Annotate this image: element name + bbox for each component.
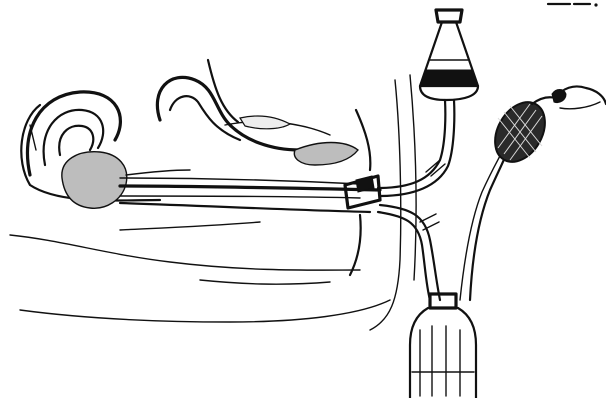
vulva-contour <box>350 75 416 330</box>
tubing-to-funnel <box>378 100 454 196</box>
funnel-flask <box>420 10 478 100</box>
tubing-to-bottle <box>378 205 440 300</box>
bulb-tubing <box>460 150 508 300</box>
pubic-bone <box>240 116 358 165</box>
corner-mark <box>548 3 598 6</box>
suction-bulb <box>485 93 556 170</box>
hand <box>552 86 606 108</box>
vaginal-canal <box>120 178 380 212</box>
speculum <box>345 176 380 208</box>
pelvis-outline <box>10 105 390 322</box>
bladder-outline <box>157 60 330 150</box>
collection-bottle <box>410 294 476 398</box>
